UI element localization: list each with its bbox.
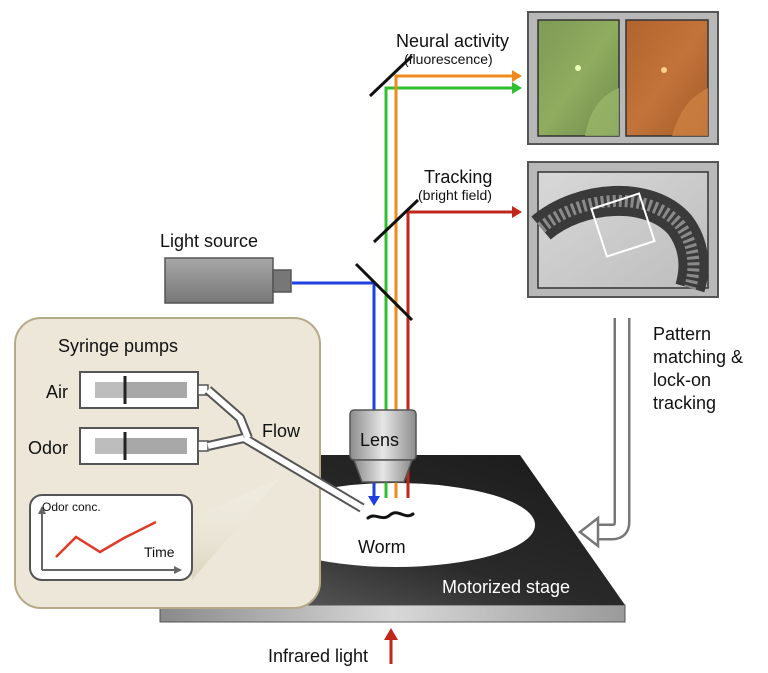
infrared-light-label: Infrared light (268, 646, 368, 666)
callout-wedge (185, 478, 280, 580)
neural-activity-label: Neural activity (396, 31, 509, 51)
dichroic-mirror-3 (368, 54, 414, 98)
orange-emission-beam (394, 74, 512, 498)
odor-concentration-line (55, 520, 157, 558)
fluorescence-label: (fluorescence) (404, 51, 493, 67)
lens-objective (349, 409, 417, 483)
light-source-box (164, 257, 292, 304)
flow-label: Flow (262, 421, 301, 441)
green-emission-beam (384, 86, 512, 498)
odor-syringe (79, 427, 209, 465)
dichroic-mirror-2 (372, 198, 420, 244)
air-syringe (79, 371, 209, 409)
lens-label: Lens (360, 430, 399, 450)
flow-tubes (204, 386, 365, 513)
pattern-matching-line-4: tracking (653, 393, 716, 413)
time-label: Time (144, 544, 175, 560)
light-source-label: Light source (160, 231, 258, 251)
bright-field-label: (bright field) (418, 187, 492, 203)
odor-conc-label: Odor conc. (42, 500, 101, 514)
pattern-matching-line-2: matching & (653, 347, 743, 367)
motorized-stage-label: Motorized stage (442, 577, 570, 597)
fluorescence-image-frame (527, 11, 719, 145)
worm-label: Worm (358, 537, 406, 557)
syringe-pumps-label: Syringe pumps (58, 336, 178, 356)
air-label: Air (46, 382, 68, 402)
tracking-label: Tracking (424, 167, 492, 187)
dichroic-mirror-1 (354, 262, 414, 322)
pattern-matching-line-1: Pattern (653, 324, 711, 344)
pattern-matching-line-3: lock-on (653, 370, 711, 390)
sample-plate (255, 483, 535, 567)
odor-label: Odor (28, 438, 68, 458)
red-tracking-beam (406, 210, 512, 498)
odor-concentration-callout (29, 494, 193, 581)
infrared-arrow-icon (384, 628, 398, 664)
tracking-roi-box (590, 192, 656, 258)
worm-icon (366, 511, 415, 520)
feedback-arrow (577, 318, 631, 549)
bright-field-image-frame (527, 161, 719, 298)
